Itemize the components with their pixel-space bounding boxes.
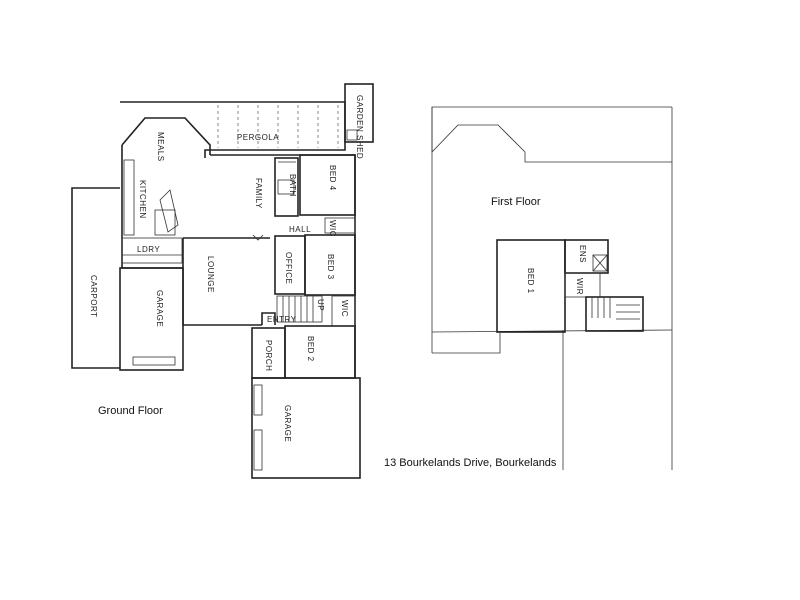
room-label-entry: ENTRY [267, 315, 297, 324]
room-label-lounge: LOUNGE [206, 256, 215, 293]
room-label-meals: MEALS [156, 132, 165, 162]
room-label-office: OFFICE [284, 252, 293, 284]
room-label-porch: PORCH [264, 340, 273, 371]
address-label: 13 Bourkelands Drive, Bourkelands [384, 457, 557, 469]
room-label-family: FAMILY [254, 178, 263, 209]
room-label-bed-4: BED 4 [328, 165, 337, 191]
room-label-laundry: LDRY [137, 245, 160, 254]
room-label-bed-3: BED 3 [326, 254, 335, 280]
first-floor-label: First Floor [491, 196, 541, 208]
room-label-garden-shed: GARDEN SHED [355, 95, 364, 159]
ground-floor-plan: PERGOLA GARDEN SHED MEALS KITCHEN FAMILY… [71, 83, 374, 479]
room-label-wic-entry: WIC [340, 300, 349, 317]
room-label-bath: BATH [288, 174, 297, 197]
room-label-pergola: PERGOLA [237, 133, 279, 142]
room-label-hall: HALL [289, 225, 311, 234]
room-label-carport: CARPORT [89, 275, 98, 317]
first-floor-plan: BED 1 ENS WIR [431, 106, 673, 470]
room-label-garage-left: GARAGE [155, 290, 164, 327]
room-label-ensuite: ENS [578, 245, 587, 263]
room-label-bed-1: BED 1 [526, 268, 535, 294]
room-label-garage-bottom: GARAGE [283, 405, 292, 442]
room-label-wir: WIR [575, 278, 584, 295]
ground-floor-label: Ground Floor [98, 405, 163, 417]
room-label-up: UP [316, 299, 325, 311]
room-label-bed-2: BED 2 [306, 336, 315, 362]
room-label-wic-hall: WIC [328, 220, 337, 237]
room-label-kitchen: KITCHEN [138, 180, 147, 219]
